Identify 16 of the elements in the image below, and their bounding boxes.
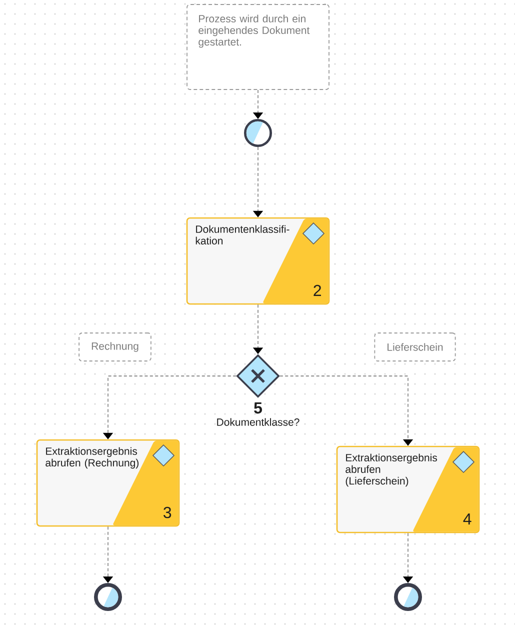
node-label: 4 xyxy=(463,513,472,524)
node-label: Extraktionsergebnis abrufen (Lieferschein) xyxy=(346,454,438,487)
annotation-box: Prozess wird durch ein eingehendes Dokument gestartet. xyxy=(186,4,330,90)
gateway-label: Dokumentklasse? xyxy=(217,418,300,426)
end-event-circle xyxy=(394,583,422,611)
edge-label: Rechnung xyxy=(78,332,152,362)
step-number: 5 xyxy=(254,402,262,414)
arrow xyxy=(279,376,414,446)
edge-label: Lieferschein xyxy=(374,332,456,362)
start-event-circle xyxy=(244,119,272,147)
task-box: Extraktionsergebnis abrufen (Rechnung) 3 xyxy=(36,439,180,527)
node-label: Dokumentenklassifi- kation xyxy=(196,225,290,245)
task-box: Extraktionsergebnis abrufen (Lieferschein) 4 xyxy=(336,446,480,534)
task-box: Dokumentenklassifi- kation 2 xyxy=(186,217,330,305)
node-label: 2 xyxy=(314,284,321,296)
end-event-circle xyxy=(94,583,122,611)
